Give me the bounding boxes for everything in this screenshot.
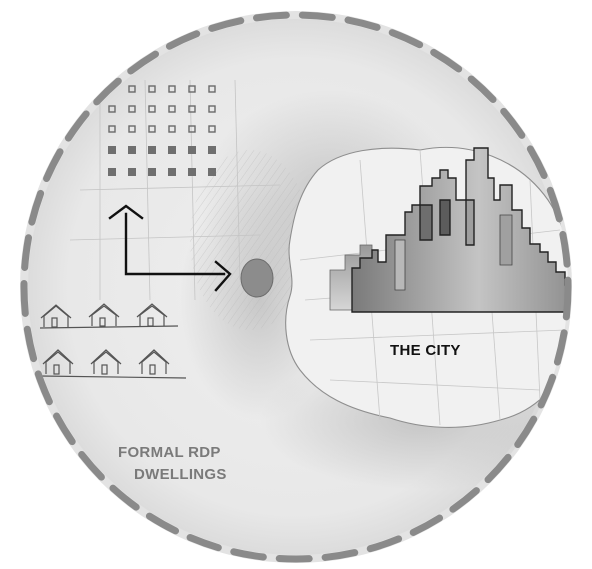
house-icon (39, 303, 179, 329)
dwelling-plot-grid-filled (108, 146, 216, 176)
rdp-label-line1: FORMAL RDP (118, 444, 221, 461)
city-skyline-icon (329, 147, 568, 313)
plot-gridlines (69, 79, 281, 301)
dwelling-plot-grid (108, 85, 216, 133)
house-icon (39, 349, 187, 379)
elbow-arrow-icon (108, 204, 232, 292)
dashed-boundary-ring (20, 11, 572, 563)
city-label: THE CITY (390, 342, 461, 359)
location-dot-icon (240, 258, 274, 298)
rdp-label-line2: DWELLINGS (134, 466, 227, 483)
